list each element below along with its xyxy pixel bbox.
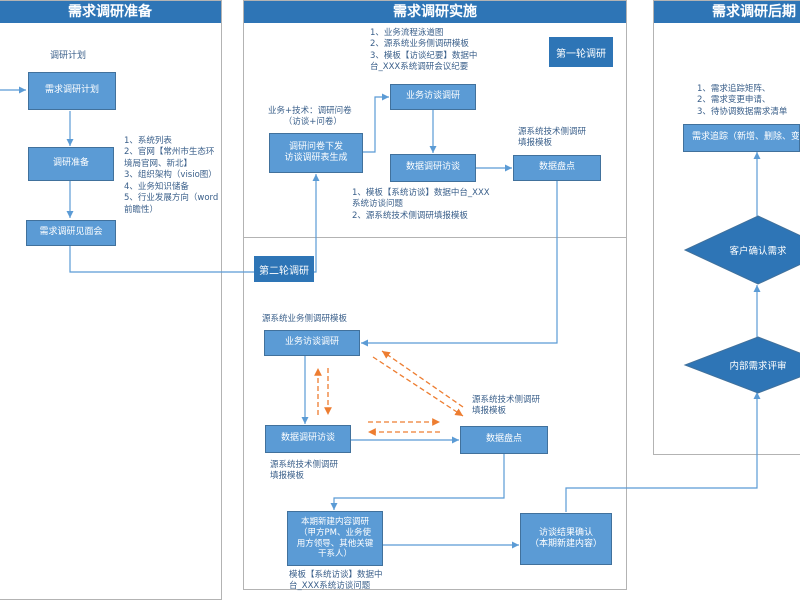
arrow-confirm-to-review xyxy=(565,392,761,512)
prepare-note-4: 3、组织架构（visio图） xyxy=(124,170,217,181)
box-questionnaire[interactable]: 调研问卷下发 访谈调研表生成 xyxy=(269,133,363,173)
box-research-prepare[interactable]: 调研准备 xyxy=(28,147,114,181)
impl-top-note-3: 3、模板【访谈纪要】数据中 xyxy=(370,50,478,61)
inventory-note-1: 源系统技术侧调研 填报模板 xyxy=(518,127,587,149)
lane-implementation-title: 需求调研实施 xyxy=(244,1,626,23)
box-requirement-tracking[interactable]: 需求追踪（新增、删除、变 xyxy=(683,124,800,152)
impl-top-notes: 1、业务流程泳道图 2、源系统业务侧调研模板 3、模板【访谈纪要】数据中 台_X… xyxy=(370,28,477,74)
post-notes: 1、需求追踪矩阵、 2、需求变更申请、 3、待协调数据需求清单 xyxy=(697,84,788,117)
impl-top-note-1: 1、业务流程泳道图 xyxy=(370,28,444,38)
dashed-diagonal-up xyxy=(381,350,464,408)
box-research-meeting[interactable]: 需求调研见面会 xyxy=(26,220,116,246)
diamond-customer-confirm-label: 客户确认需求 xyxy=(729,246,787,257)
arrow-inventory-to-round2 xyxy=(361,181,558,347)
arrow-questionnaire-to-biz xyxy=(363,93,389,153)
biz-template-label: 源系统业务侧调研模板 xyxy=(262,314,348,324)
round1-tag: 第一轮调研 xyxy=(549,37,613,67)
lane-preparation-title: 需求调研准备 xyxy=(0,1,221,23)
tech-note-right: 源系统技术侧调研 填报模板 xyxy=(472,395,541,417)
box-biz-interview-1[interactable]: 业务访谈调研 xyxy=(390,84,476,110)
box-data-inventory-1[interactable]: 数据盘点 xyxy=(513,155,601,181)
data-interview-notes-1: 1、模板【系统访谈】数据中台_XXX 系统访谈问题 2、源系统技术侧调研填报模板 xyxy=(352,188,490,221)
tech-note-left: 源系统技术侧调研 填报模板 xyxy=(270,460,339,482)
prepare-note-3: 境局官网、新北】 xyxy=(124,158,193,169)
prepare-note-2: 2、官网【常州市生态环 xyxy=(124,147,215,158)
plan-label: 调研计划 xyxy=(50,51,87,61)
dashed-diagonal-down xyxy=(372,356,464,417)
box-data-interview-1[interactable]: 数据调研访谈 xyxy=(390,154,476,182)
prepare-note-5: 4、业务知识储备 xyxy=(124,181,189,192)
impl-top-note-4: 台_XXX系统调研会议纪要 xyxy=(370,62,469,73)
diamond-internal-review[interactable] xyxy=(683,335,800,395)
lane-post-title: 需求调研后期 xyxy=(654,1,800,23)
prepare-notes: 1、系统列表 2、官网【常州市生态环 境局官网、新北】 3、组织架构（visio… xyxy=(124,136,218,216)
box-result-confirm[interactable]: 访谈结果确认 （本期新建内容） xyxy=(520,513,612,565)
round2-tag: 第二轮调研 xyxy=(254,256,314,282)
box-data-inventory-2[interactable]: 数据盘点 xyxy=(460,426,548,454)
prepare-note-6: 5、行业发展方向（word xyxy=(124,193,219,204)
biz-tech-label: 业务+技术：调研问卷 （访谈+问卷） xyxy=(268,106,352,128)
impl-top-note-2: 2、源系统业务侧调研模板 xyxy=(370,39,469,50)
box-new-content-research[interactable]: 本期新建内容调研 （甲方PM、业务使 用方领导、其他关键 干系人） xyxy=(287,511,383,566)
box-research-plan[interactable]: 需求调研计划 xyxy=(28,72,116,110)
diamond-customer-confirm[interactable] xyxy=(683,214,800,286)
prepare-note-7: 前瞻性） xyxy=(124,204,159,215)
box-biz-interview-2[interactable]: 业务访谈调研 xyxy=(264,330,360,356)
arrow-inventory2-to-new xyxy=(330,454,505,510)
bottom-notes: 模板【系统访谈】数据中 台_XXX系统访谈问题 xyxy=(289,570,383,592)
box-data-interview-2[interactable]: 数据调研访谈 xyxy=(265,425,351,453)
prepare-note-1: 1、系统列表 xyxy=(124,136,172,146)
diamond-internal-review-label: 内部需求评审 xyxy=(729,361,787,372)
arrow-meeting-to-questionnaire xyxy=(69,174,320,273)
round-divider xyxy=(243,237,627,238)
